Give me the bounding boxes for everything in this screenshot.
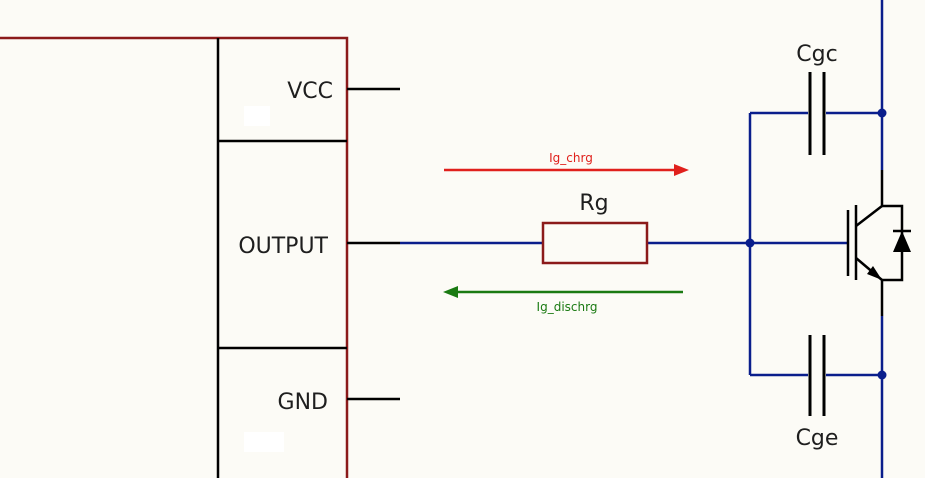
driver-ic-body (0, 36, 349, 478)
igbt-emitter-arrow (867, 266, 882, 280)
gate-resistor-body (541, 221, 649, 265)
driver-ic: VCC OUTPUT GND (0, 36, 400, 478)
pin-label-output: OUTPUT (238, 234, 328, 259)
diode-triangle (893, 231, 911, 252)
pin-label-vcc: VCC (287, 79, 333, 104)
igbt-emitter-lead (855, 257, 884, 316)
cge-label: Cge (796, 426, 839, 451)
junction-dot (877, 370, 887, 380)
wires (400, 0, 884, 478)
igbt-collector-lead (855, 170, 884, 227)
capacitor-icon (808, 72, 826, 155)
discharge-current-label: Ig_dischrg (537, 300, 598, 314)
capacitor-icon (808, 335, 826, 416)
junction-dot (877, 108, 887, 118)
discharge-current-arrow (443, 286, 683, 298)
blank-patch (244, 106, 270, 126)
charge-current-label: Ig_chrg (549, 151, 593, 165)
resistor-icon (541, 221, 649, 265)
pin-label-gnd: GND (278, 390, 328, 415)
charge-current-arrow (444, 164, 689, 176)
junction-dot (745, 238, 755, 248)
blank-patch (244, 432, 284, 452)
gate-resistor-label: Rg (579, 191, 608, 216)
cgc-label: Cgc (796, 42, 837, 67)
